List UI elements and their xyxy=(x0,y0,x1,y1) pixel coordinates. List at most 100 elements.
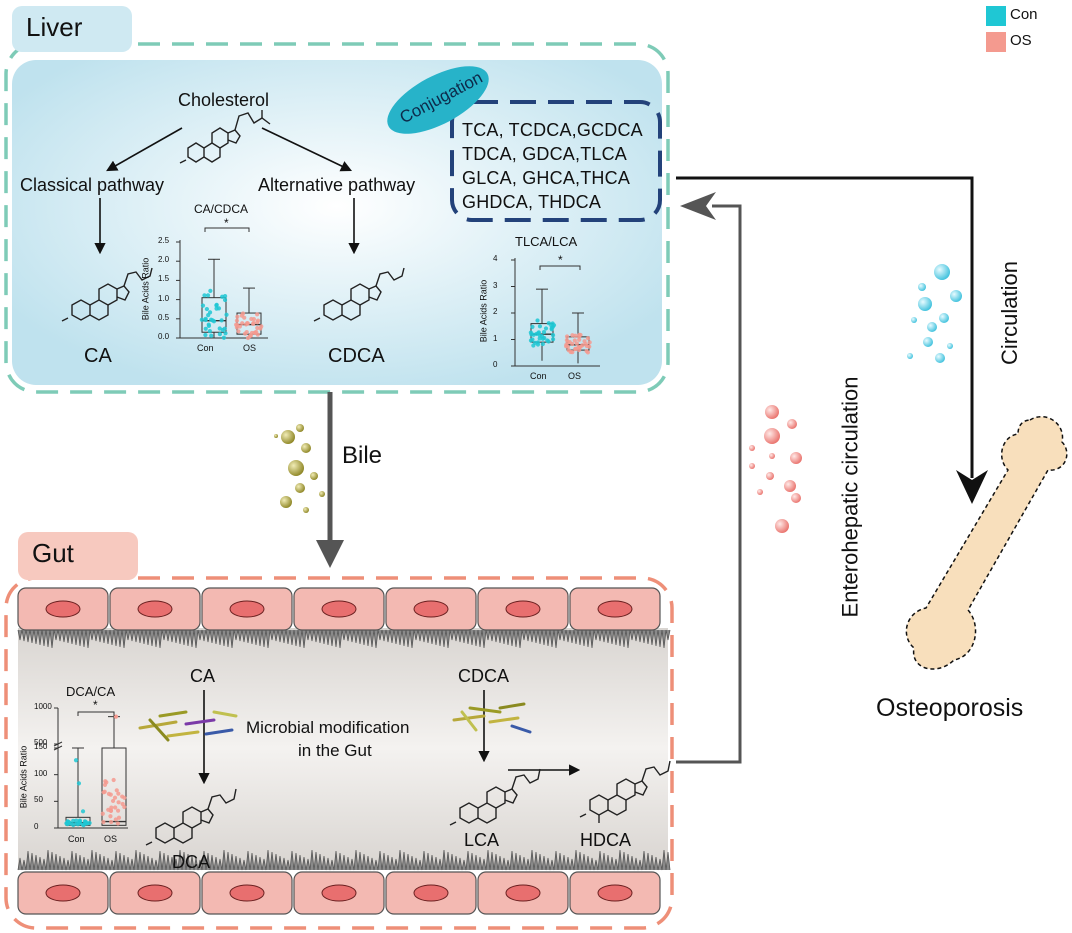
data-point xyxy=(537,324,543,329)
chart-dca-ca xyxy=(53,707,128,829)
data-point xyxy=(243,322,249,327)
data-point xyxy=(208,317,214,322)
data-point xyxy=(104,780,109,785)
arrow-to-classical xyxy=(106,127,183,172)
data-point xyxy=(573,346,578,351)
gut-title: Gut xyxy=(32,538,74,568)
data-point xyxy=(113,817,118,822)
chart-title: CA/CDCA xyxy=(194,202,249,216)
data-point xyxy=(122,804,127,810)
data-point xyxy=(217,332,222,337)
bacteria-right-icon xyxy=(452,702,532,734)
data-point xyxy=(537,336,542,341)
data-point xyxy=(585,336,591,341)
data-point xyxy=(242,315,247,320)
y-tick-label: 4 xyxy=(493,254,498,263)
y-tick-label: 150 xyxy=(34,742,48,751)
data-point xyxy=(572,338,577,343)
chart-ca-cdca xyxy=(176,227,268,341)
data-point xyxy=(530,324,535,329)
data-point xyxy=(545,338,550,343)
data-point xyxy=(587,340,592,345)
data-point xyxy=(115,808,121,813)
osteoporosis-label: Osteoporosis xyxy=(876,694,1024,722)
chart-title: DCA/CA xyxy=(66,684,116,699)
y-tick-label: 1.0 xyxy=(158,293,170,303)
data-point xyxy=(209,333,214,338)
data-point xyxy=(101,819,106,825)
data-point xyxy=(546,321,551,326)
dca-structure-icon xyxy=(145,788,237,846)
data-point xyxy=(223,331,228,336)
cell-nucleus xyxy=(413,600,449,618)
data-point xyxy=(101,790,106,795)
epithelial-cells-top xyxy=(17,587,661,631)
bacteria-left-icon xyxy=(138,710,238,742)
conjugates-line: GHDCA, THDCA xyxy=(462,192,602,212)
data-point xyxy=(224,312,229,317)
data-point xyxy=(248,333,253,338)
bile-arrowhead xyxy=(316,540,344,568)
dca-label: DCA xyxy=(172,852,211,872)
conjugates-list: TCA, TCDCA,GCDCA TDCA, GDCA,TLCA GLCA, G… xyxy=(462,118,643,214)
liver-tab: Liver xyxy=(12,6,132,52)
data-point xyxy=(582,339,587,344)
alternative-pathway-label: Alternative pathway xyxy=(258,175,416,195)
y-tick-label: 1.5 xyxy=(158,274,170,284)
data-point xyxy=(207,310,213,315)
data-point xyxy=(116,800,121,805)
enterohepatic-arrow xyxy=(676,204,742,764)
x-tick-label: Con xyxy=(530,371,547,381)
data-point xyxy=(585,350,590,355)
data-point xyxy=(73,758,79,763)
data-point xyxy=(578,344,583,349)
data-point xyxy=(206,323,212,329)
cell-nucleus xyxy=(137,600,173,618)
hdca-label: HDCA xyxy=(580,830,632,850)
cell-nucleus xyxy=(321,600,357,618)
data-point xyxy=(531,343,536,348)
legend-label-con: Con xyxy=(1010,6,1038,23)
y-axis-label: Bile Acids Ratio xyxy=(140,257,151,321)
data-point xyxy=(113,714,119,719)
data-point xyxy=(529,332,534,337)
y-tick-label: 0.5 xyxy=(158,312,170,322)
gut-ca-label: CA xyxy=(190,666,216,686)
cholesterol-label: Cholesterol xyxy=(178,90,270,110)
data-point xyxy=(236,329,241,334)
liver-dashed-border xyxy=(4,42,670,394)
data-point xyxy=(108,814,113,819)
data-point xyxy=(220,294,225,299)
data-point xyxy=(221,335,227,340)
data-point xyxy=(255,320,260,325)
data-point xyxy=(208,288,213,293)
cell-nucleus xyxy=(321,884,357,902)
x-tick-label: OS xyxy=(568,371,582,381)
data-point xyxy=(574,341,580,346)
data-point xyxy=(234,318,240,323)
cell-nucleus xyxy=(137,884,173,902)
data-point xyxy=(249,316,254,322)
circulation-arrowhead xyxy=(956,470,988,504)
data-point xyxy=(550,337,556,342)
data-point xyxy=(541,330,547,335)
data-point xyxy=(549,326,554,331)
liver-title: Liver xyxy=(26,12,83,42)
y-tick-label: 2.5 xyxy=(158,236,170,245)
classical-pathway-label: Classical pathway xyxy=(20,175,165,195)
legend-swatch-os xyxy=(986,32,1006,52)
circulation-label: Circulation xyxy=(996,261,1022,365)
x-tick-label: Con xyxy=(197,343,214,353)
villi-top xyxy=(17,629,671,649)
data-point xyxy=(243,331,248,336)
data-point xyxy=(203,332,208,338)
data-point xyxy=(564,334,570,339)
data-point xyxy=(115,821,121,826)
data-point xyxy=(112,795,118,800)
data-point xyxy=(200,303,206,308)
y-tick-label: 100 xyxy=(34,768,48,778)
data-point xyxy=(203,316,208,321)
data-point xyxy=(114,788,119,793)
y-tick-label: 0 xyxy=(493,360,498,369)
data-point xyxy=(240,321,245,326)
